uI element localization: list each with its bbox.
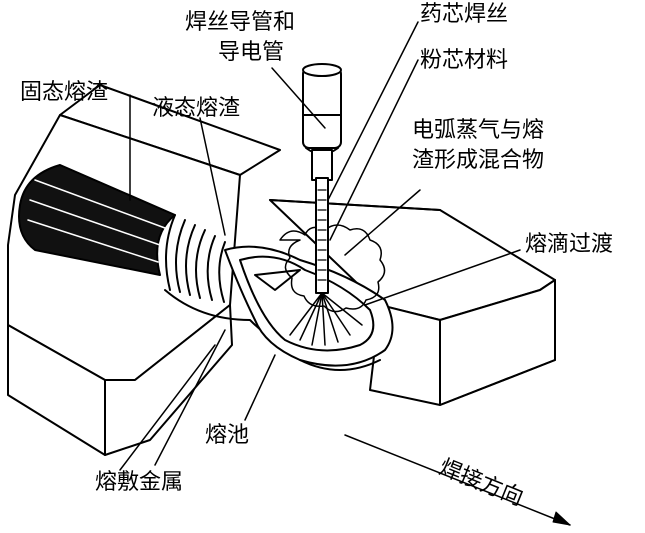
left-plate-side — [104, 304, 233, 456]
solid-slag-bead — [18, 164, 176, 276]
right-plate-top-edge — [269, 199, 441, 211]
label-deposited-metal: 熔敷金属 — [95, 470, 184, 495]
label-droplet-transfer: 熔滴过渡 — [525, 232, 614, 257]
label-liquid-slag: 液态熔渣 — [152, 96, 241, 121]
label-arc-vapor-mixture: 电弧蒸气与熔 渣形成混合物 — [412, 116, 544, 176]
leader-lines — [119, 21, 521, 471]
label-guide-tube-line1: 焊丝导管和 — [185, 10, 296, 35]
label-flux-cored-wire: 药芯焊丝 — [420, 2, 509, 27]
guide-tube — [302, 67, 342, 149]
right-plate-side — [439, 279, 556, 406]
weld-pool — [224, 245, 394, 367]
flux-cored-wire — [315, 177, 329, 294]
liquid-slag-rings — [165, 214, 226, 303]
label-arc-vapor-line1: 电弧蒸气与熔 — [412, 118, 545, 143]
label-weld-pool: 熔池 — [205, 423, 250, 448]
contact-tube — [311, 149, 333, 181]
label-solid-slag: 固态熔渣 — [20, 80, 109, 105]
label-flux-core-material: 粉芯材料 — [420, 48, 509, 73]
welding-direction-arrow — [344, 434, 571, 526]
label-guide-tube: 焊丝导管和 导电管 — [185, 8, 295, 68]
label-guide-tube-line2: 导电管 — [218, 40, 285, 65]
arc-rays — [289, 292, 363, 346]
label-arc-vapor-line2: 渣形成混合物 — [412, 148, 545, 173]
